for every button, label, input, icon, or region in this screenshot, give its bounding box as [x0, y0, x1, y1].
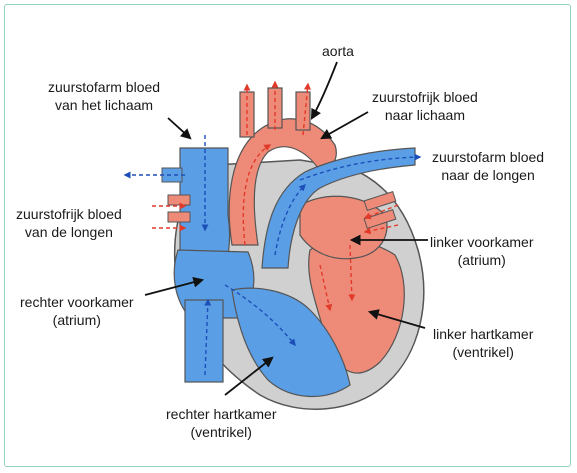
label-left-atrium: linker voorkamer (atrium) [430, 233, 533, 269]
vein-side-stub [162, 168, 182, 182]
leader-oxy-to-body [322, 112, 368, 138]
label-oxy-to-body: zuurstofrijk bloed naar lichaam [372, 88, 478, 124]
label-oxy-from-lungs: zuurstofrijk bloed van de longen [16, 205, 122, 241]
label-deoxy-to-lungs: zuurstofarm bloed naar de longen [432, 148, 544, 184]
leader-deoxy-from-body [168, 118, 190, 138]
vena-cava-inferior [185, 300, 223, 382]
label-deoxy-from-body: zuurstofarm bloed van het lichaam [48, 78, 160, 114]
pulmonary-vein-left-1 [168, 195, 190, 205]
aortic-branch-3 [296, 92, 310, 130]
label-right-atrium: rechter voorkamer (atrium) [20, 293, 134, 329]
pulmonary-vein-left-2 [168, 212, 190, 222]
label-aorta: aorta [322, 42, 354, 60]
label-right-ventricle: rechter hartkamer (ventrikel) [166, 405, 276, 441]
label-left-ventricle: linker hartkamer (ventrikel) [433, 325, 533, 361]
leader-aorta [312, 62, 337, 118]
